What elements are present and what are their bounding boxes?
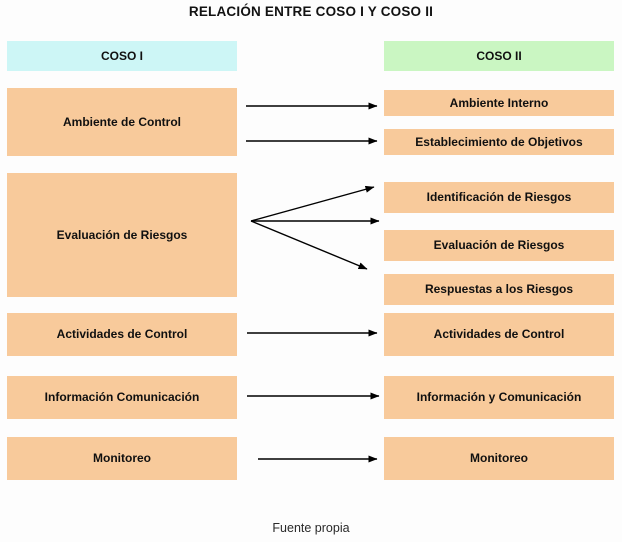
coso1-item-evaluacion-de-riesgos[interactable]: Evaluación de Riesgos: [7, 173, 237, 297]
coso1-item-actividades-de-control[interactable]: Actividades de Control: [7, 313, 237, 356]
coso2-item-identificacion-de-riesgos[interactable]: Identificación de Riesgos: [384, 182, 614, 213]
coso2-header: COSO II: [384, 41, 614, 71]
coso2-item-monitoreo[interactable]: Monitoreo: [384, 437, 614, 480]
coso2-item-respuestas-a-los-riesgos[interactable]: Respuestas a los Riesgos: [384, 274, 614, 305]
coso2-item-ambiente-interno[interactable]: Ambiente Interno: [384, 90, 614, 116]
coso1-item-informacion-comunicacion[interactable]: Información Comunicación: [7, 376, 237, 419]
coso2-item-evaluacion-de-riesgos[interactable]: Evaluación de Riesgos: [384, 230, 614, 261]
coso1-item-ambiente-de-control[interactable]: Ambiente de Control: [7, 88, 237, 156]
arrow-evaluacion-to-identificacion: [250, 185, 375, 222]
arrow-evaluacion-to-respuestas: [250, 220, 368, 270]
source-caption: Fuente propia: [272, 521, 350, 535]
page-title: RELACIÓN ENTRE COSO I Y COSO II: [188, 4, 434, 19]
coso1-item-monitoreo[interactable]: Monitoreo: [7, 437, 237, 480]
coso2-item-actividades-de-control[interactable]: Actividades de Control: [384, 313, 614, 356]
coso2-item-establecimiento-de-objetivos[interactable]: Establecimiento de Objetivos: [384, 129, 614, 155]
coso2-item-informacion-y-comunicacion[interactable]: Información y Comunicación: [384, 376, 614, 419]
coso1-header: COSO I: [7, 41, 237, 71]
